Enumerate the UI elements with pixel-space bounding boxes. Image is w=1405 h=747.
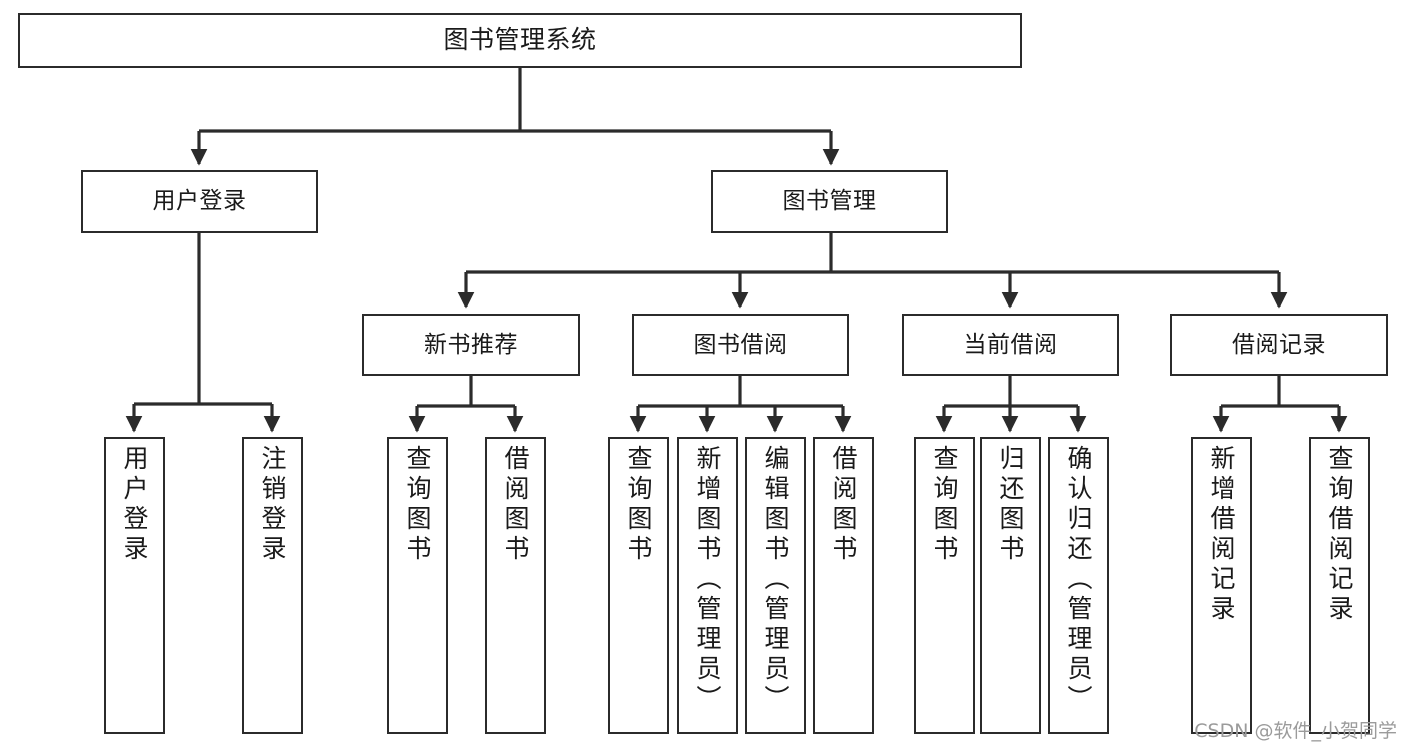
node-label: 归还图书 [996, 445, 1025, 565]
node-current-borrow[interactable]: 当前借阅 [902, 314, 1119, 376]
leaf-user-login-login[interactable]: 用户登录 [104, 437, 165, 734]
node-label: 新增图书（管理员） [693, 445, 722, 715]
node-label: 借阅图书 [501, 445, 530, 565]
node-label: 查询图书 [624, 445, 653, 565]
node-label: 当前借阅 [963, 331, 1058, 358]
node-label: 图书借阅 [693, 331, 788, 358]
node-label: 图书管理 [782, 188, 877, 215]
node-label: 用户登录 [120, 445, 149, 565]
leaf-user-login-logout[interactable]: 注销登录 [242, 437, 303, 734]
leaf-recommend-borrow-book[interactable]: 借阅图书 [485, 437, 546, 734]
node-label: 新增借阅记录 [1207, 445, 1236, 625]
leaf-current-return-book[interactable]: 归还图书 [980, 437, 1041, 734]
leaf-borrow-add-book-admin[interactable]: 新增图书（管理员） [677, 437, 738, 734]
node-label: 查询图书 [930, 445, 959, 565]
node-book-borrow[interactable]: 图书借阅 [632, 314, 849, 376]
leaf-borrow-query-book[interactable]: 查询图书 [608, 437, 669, 734]
node-label: 确认归还（管理员） [1064, 445, 1093, 715]
node-label: 查询图书 [403, 445, 432, 565]
node-book-management[interactable]: 图书管理 [711, 170, 948, 233]
node-new-book-recommend[interactable]: 新书推荐 [362, 314, 580, 376]
leaf-current-query-book[interactable]: 查询图书 [914, 437, 975, 734]
csdn-watermark: CSDN @软件_小贺同学 [1194, 720, 1397, 742]
leaf-recommend-query-book[interactable]: 查询图书 [387, 437, 448, 734]
node-label: 图书管理系统 [443, 25, 597, 55]
node-user-login[interactable]: 用户登录 [81, 170, 318, 233]
node-label: 注销登录 [258, 445, 287, 565]
node-label: 新书推荐 [424, 331, 518, 358]
node-root-system[interactable]: 图书管理系统 [18, 13, 1022, 68]
leaf-borrow-borrow-book[interactable]: 借阅图书 [813, 437, 874, 734]
node-label: 借阅图书 [829, 445, 858, 565]
leaf-borrow-edit-book-admin[interactable]: 编辑图书（管理员） [745, 437, 806, 734]
node-label: 查询借阅记录 [1325, 445, 1354, 625]
leaf-current-confirm-return-admin[interactable]: 确认归还（管理员） [1048, 437, 1109, 734]
node-borrow-record[interactable]: 借阅记录 [1170, 314, 1388, 376]
node-label: 用户登录 [152, 188, 247, 215]
leaf-record-query-record[interactable]: 查询借阅记录 [1309, 437, 1370, 734]
node-label: 编辑图书（管理员） [761, 445, 790, 715]
node-label: 借阅记录 [1232, 331, 1326, 358]
leaf-record-add-record[interactable]: 新增借阅记录 [1191, 437, 1252, 734]
